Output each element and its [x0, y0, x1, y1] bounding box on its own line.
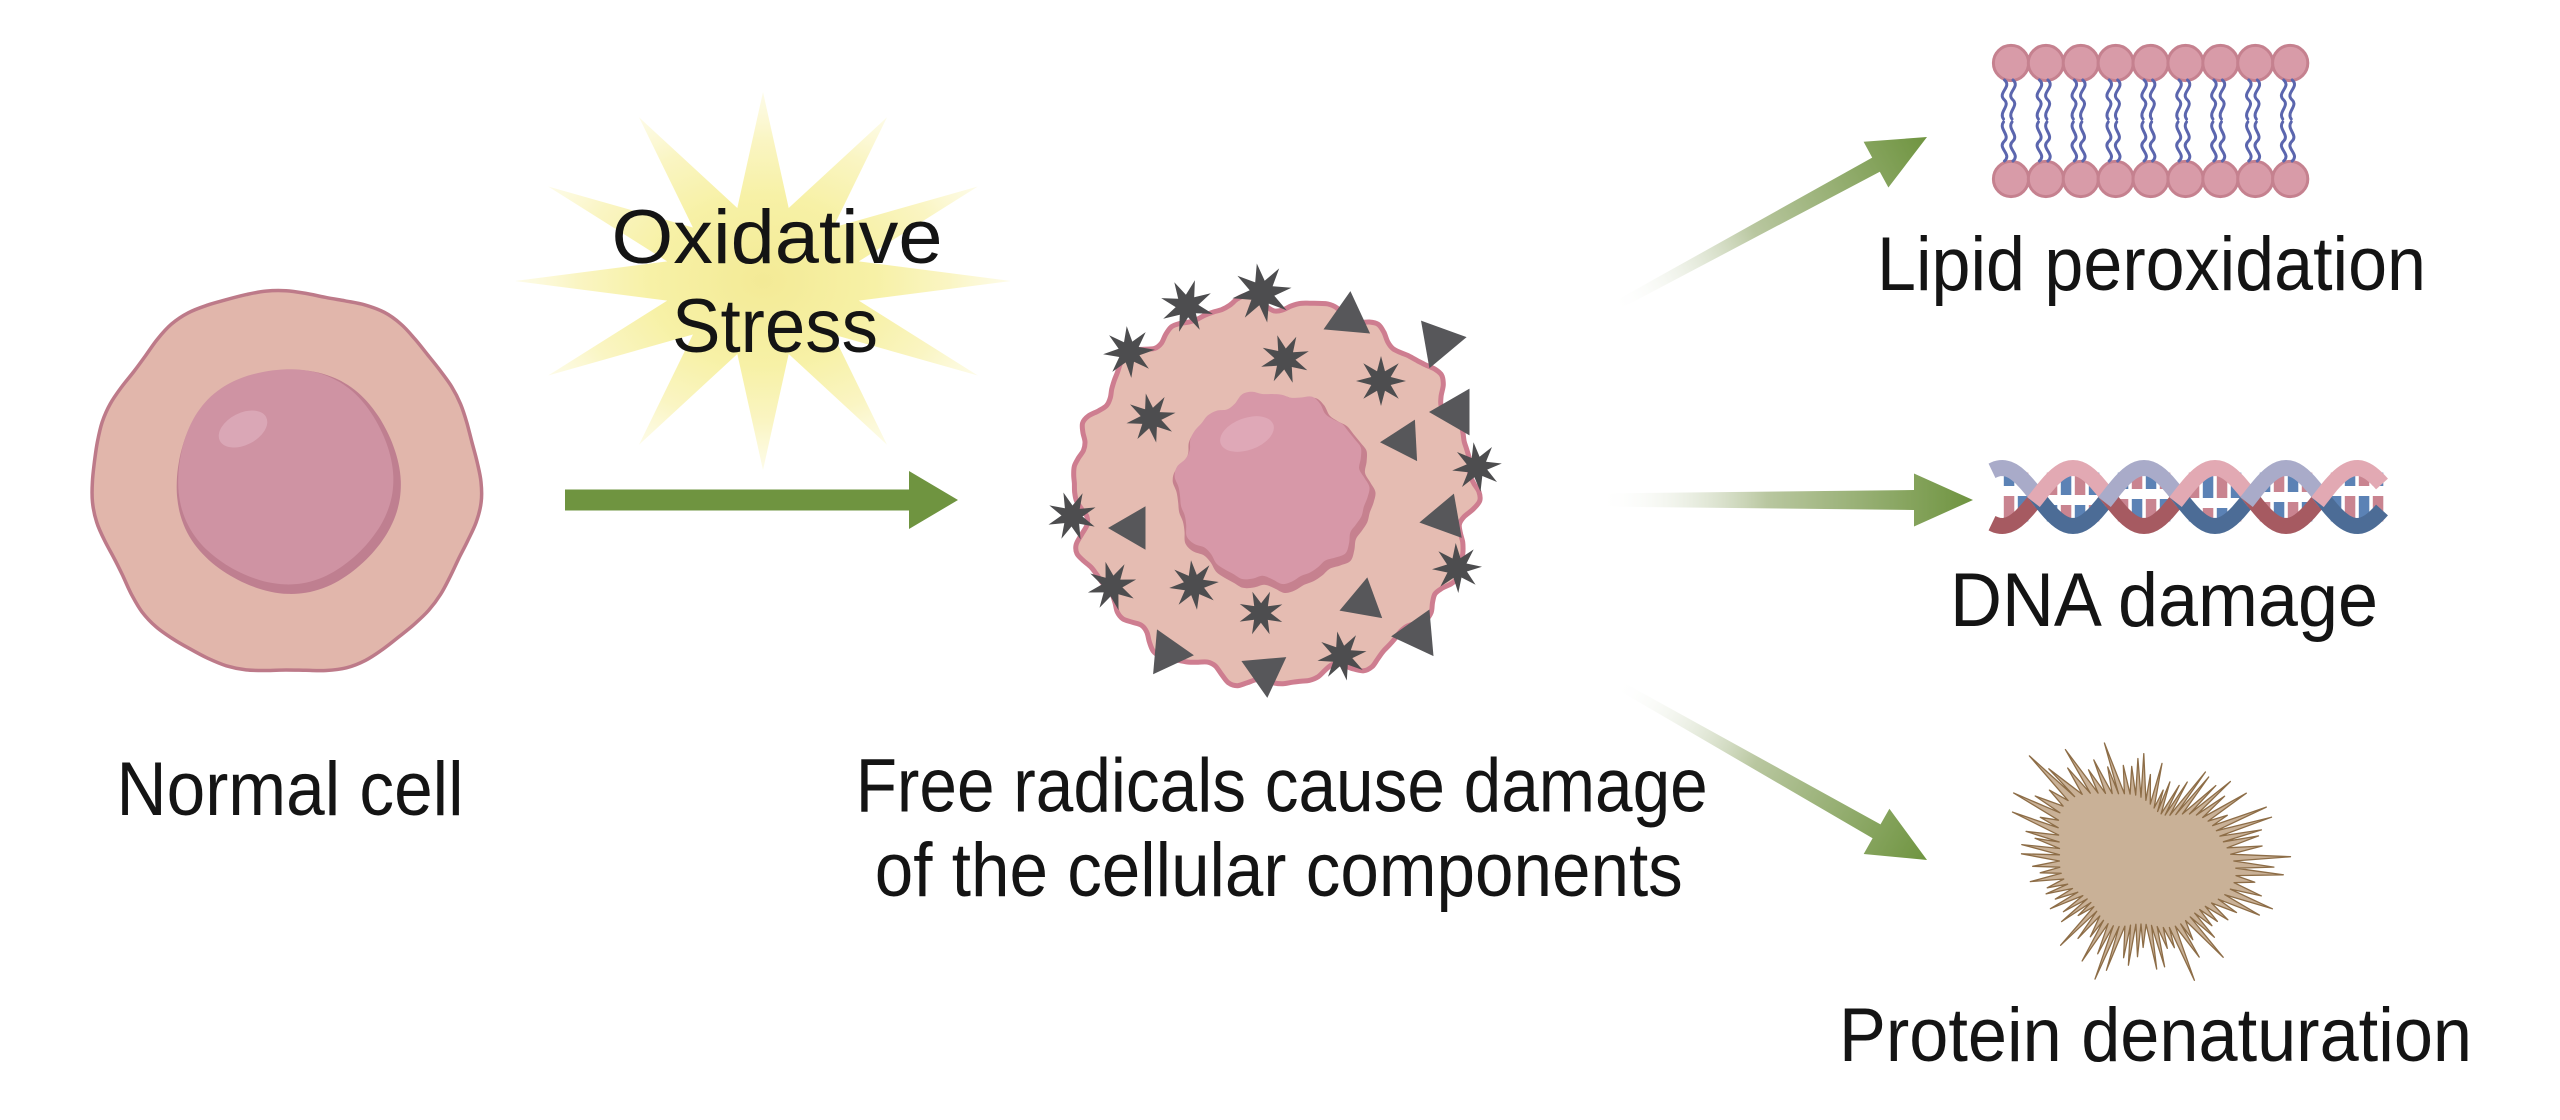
svg-text:Lipid peroxidation: Lipid peroxidation — [1877, 222, 2426, 307]
svg-text:of the cellular components: of the cellular components — [875, 828, 1683, 913]
svg-text:Protein denaturation: Protein denaturation — [1839, 993, 2472, 1078]
svg-text:DNA damage: DNA damage — [1950, 558, 2378, 643]
svg-text:Oxidative: Oxidative — [612, 195, 943, 280]
svg-text:Stress: Stress — [672, 284, 878, 369]
svg-text:Normal cell: Normal cell — [117, 747, 464, 832]
svg-text:Free radicals cause damage: Free radicals cause damage — [856, 744, 1708, 829]
